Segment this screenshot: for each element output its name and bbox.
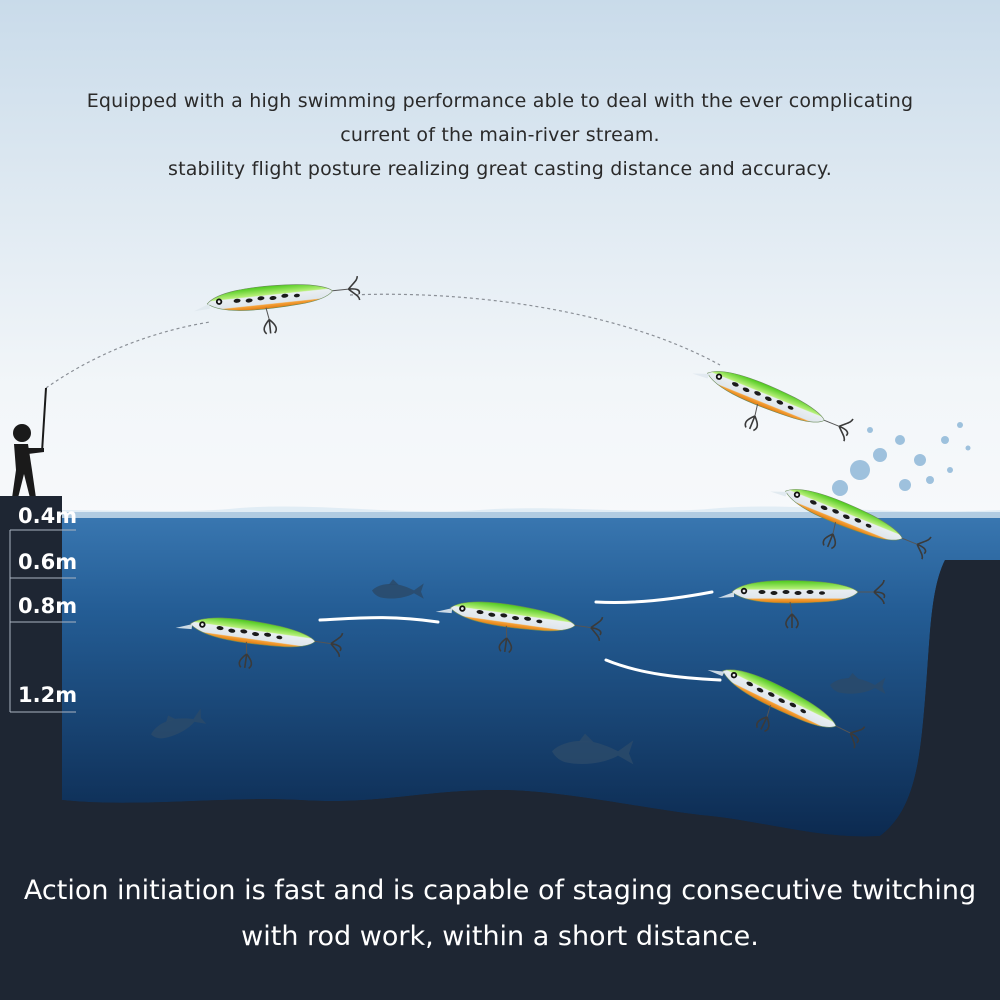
minnow-lure-icon (191, 275, 364, 343)
ground (0, 496, 1000, 1000)
footer-text: Action initiation is fast and is capable… (20, 868, 980, 960)
depth-label-0-4: 0.4m (10, 504, 78, 528)
water-body (0, 512, 1000, 837)
depth-value: 0.8m (18, 594, 78, 618)
intro-line-2: current of the main-river stream. (340, 124, 660, 146)
intro-line-1: Equipped with a high swimming performanc… (86, 90, 914, 112)
depth-value: 0.6m (18, 550, 78, 574)
depth-value: 1.2m (18, 683, 78, 707)
depth-scale (9, 529, 76, 713)
water-surface (0, 506, 1000, 518)
depth-label-1-2: 1.2m (10, 683, 78, 707)
depth-value: 0.4m (18, 504, 78, 528)
intro-text: Equipped with a high swimming performanc… (40, 84, 960, 186)
angler-silhouette-icon (0, 387, 62, 502)
depth-label-0-8: 0.8m (10, 594, 78, 618)
minnow-lure-icon (680, 355, 855, 465)
footer-line-2: with rod work, within a short distance. (241, 921, 759, 952)
intro-line-3: stability flight posture realizing great… (167, 158, 833, 180)
water-splash-icon (832, 422, 971, 496)
depth-label-0-6: 0.6m (10, 550, 78, 574)
motion-lines (318, 590, 722, 682)
fishing-line-rod (45, 321, 211, 389)
footer-line-1: Action initiation is fast and is capable… (23, 875, 977, 906)
fishing-line-cast (349, 293, 721, 366)
sky-background (0, 0, 1000, 515)
